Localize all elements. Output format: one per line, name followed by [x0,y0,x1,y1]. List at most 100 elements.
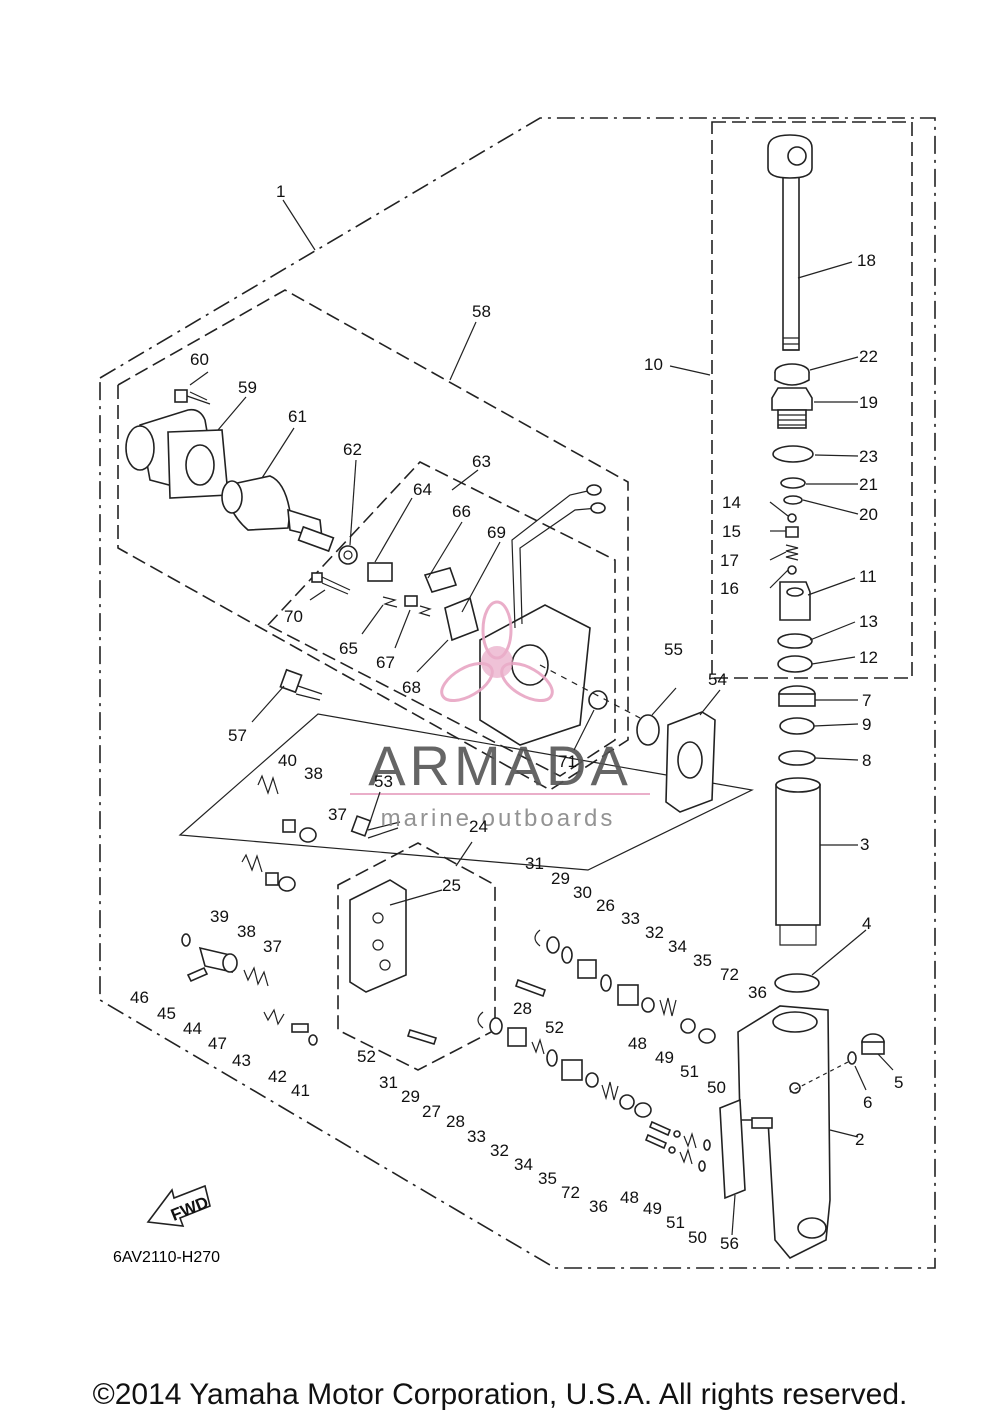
ball-49b [668,1146,676,1154]
callout-50b: 50 [688,1228,707,1247]
clip-31a [534,929,541,947]
callout-46: 46 [130,988,149,1007]
motor-59 [125,408,229,499]
callout-48a: 48 [628,1034,647,1053]
callout-68: 68 [402,678,421,697]
spring-43 [263,1008,285,1026]
callout-44: 44 [183,1019,202,1038]
callout-50a: 50 [707,1078,726,1097]
trim-rod-18 [767,134,813,351]
screw-70 [311,572,351,595]
ring-9 [779,717,815,735]
piston-26 [577,959,597,979]
seal-37a [299,827,317,843]
callout-35b: 35 [538,1169,557,1188]
callout-29b: 29 [401,1087,420,1106]
pin-52b [406,1029,438,1045]
copyright-notice: ©2014 Yamaha Motor Corporation, U.S.A. A… [92,1378,908,1411]
valve-11 [779,581,811,621]
bolt-53 [350,815,401,839]
callout-31b: 31 [379,1073,398,1092]
callout-37b: 37 [263,937,282,956]
callout-61: 61 [288,407,307,426]
callout-25: 25 [442,876,461,895]
callout-58: 58 [472,302,491,321]
callout-62: 62 [343,440,362,459]
washer-62 [338,545,358,565]
o-ring-8 [778,750,816,766]
bolt-57 [279,668,323,701]
callout-69: 69 [487,523,506,542]
o-ring-33b [546,1049,558,1067]
callout-6: 6 [863,1093,872,1112]
callout-63: 63 [472,452,491,471]
guide-56 [719,1098,746,1200]
callout-13: 13 [859,612,878,631]
callout-8: 8 [862,751,871,770]
callout-34b: 34 [514,1155,533,1174]
watermark-title: ARMADA [368,734,632,797]
callout-10: 10 [644,355,663,374]
callout-48b: 48 [620,1188,639,1207]
seal-7 [778,685,816,707]
callout-60: 60 [190,350,209,369]
callout-38b: 38 [237,922,256,941]
callout-12: 12 [859,648,878,667]
piston-27 [507,1027,527,1047]
callout-21: 21 [859,475,878,494]
spring-68 [418,605,432,617]
assembly-boundary-58 [117,289,629,791]
callout-49b: 49 [643,1199,662,1218]
manual-valve-body-2 [737,1005,831,1259]
seal-36b [634,1102,652,1118]
o-ring-33a [600,974,612,992]
assembly-boundary-63 [267,461,616,777]
callout-52a: 52 [545,1018,564,1037]
seal-37b [278,876,296,892]
gasket-outline [178,713,754,871]
o-ring-50a [703,1139,711,1151]
assembly-boundary-10 [711,121,913,679]
spring-28 [531,1037,545,1055]
callout-37a: 37 [328,805,347,824]
callout-52b: 52 [357,1047,376,1066]
callout-57: 57 [228,726,247,745]
ball-49a [673,1130,681,1138]
cap-19 [771,387,813,429]
callout-36b: 36 [589,1197,608,1216]
valve-42 [291,1023,309,1033]
callout-24: 24 [469,817,488,836]
diagram-code: 6AV2110-H270 [113,1249,220,1266]
holder-66 [423,567,458,593]
callout-45: 45 [157,1004,176,1023]
spring-51a [683,1131,697,1149]
callout-40: 40 [278,751,297,770]
washer-21 [780,477,806,489]
ball-16 [787,565,797,575]
washer-29b [489,1017,503,1035]
callout-16: 16 [720,579,739,598]
callout-55: 55 [664,640,683,659]
leader-lines [189,199,894,1236]
callout-23: 23 [859,447,878,466]
piston-32b [561,1059,583,1081]
callout-59: 59 [238,378,257,397]
callout-66: 66 [452,502,471,521]
callout-32a: 32 [645,923,664,942]
washer-72a [680,1018,696,1034]
callout-72b: 72 [561,1183,580,1202]
gasket-54 [665,711,716,813]
callout-1: 1 [276,182,285,201]
spring-65 [382,596,398,608]
callout-51a: 51 [680,1062,699,1081]
assembly-boundary-1 [99,117,936,1269]
callout-11: 11 [859,567,877,586]
callout-51b: 51 [666,1213,685,1232]
callout-3: 3 [860,835,869,854]
callout-31a: 31 [525,854,544,873]
spring-35a [659,997,677,1017]
callout-38a: 38 [304,764,323,783]
pin-52a [514,978,547,998]
callout-labels: 1 2 3 4 5 6 7 8 9 10 11 12 13 14 15 16 1… [130,182,903,1253]
